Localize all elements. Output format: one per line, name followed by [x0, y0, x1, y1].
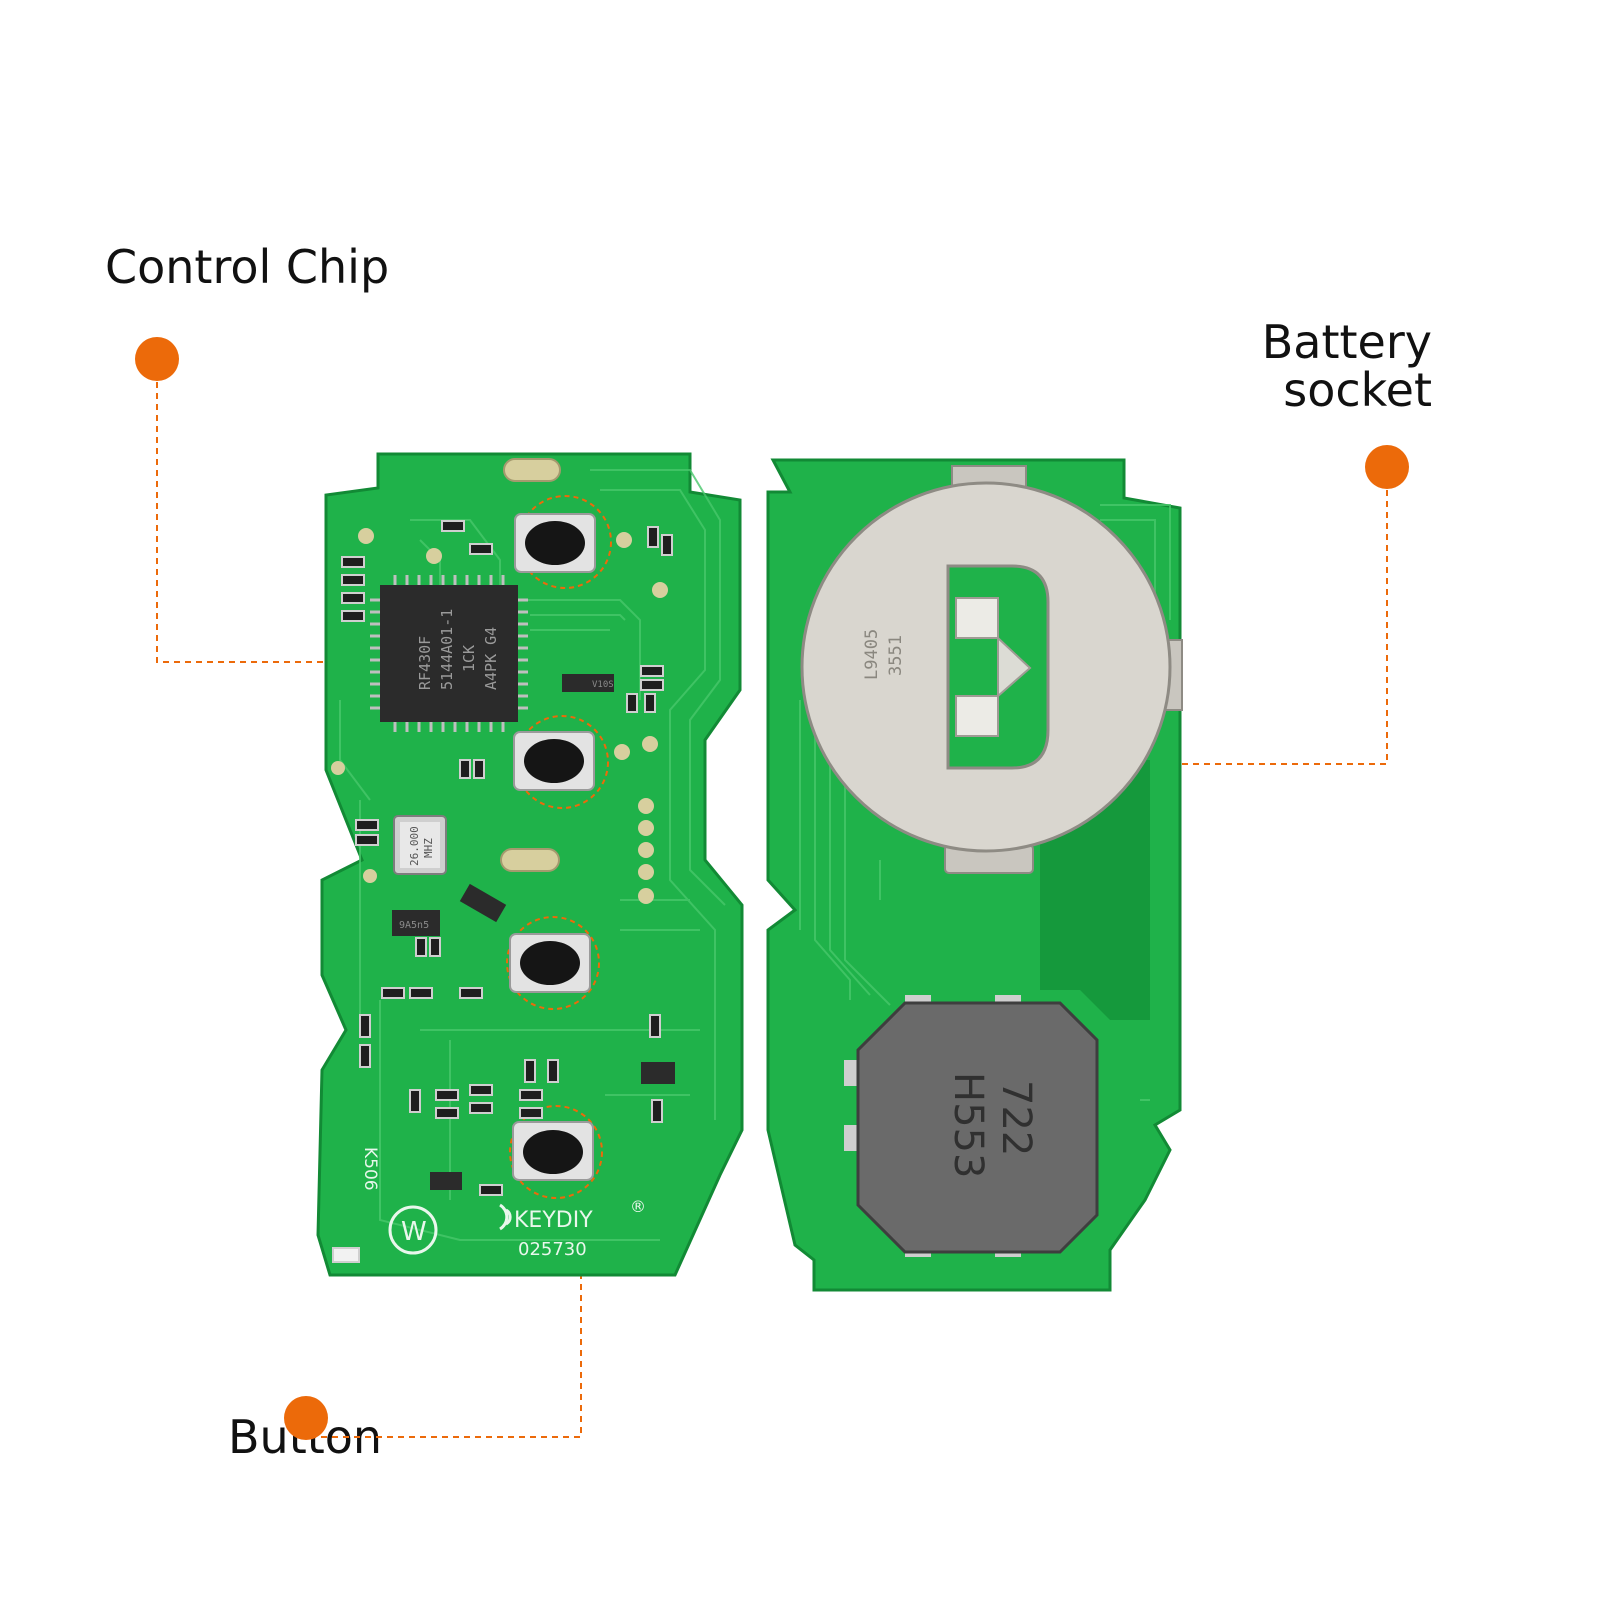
smd-components	[332, 520, 673, 1263]
battery-clip-marking: L9405 3551	[862, 629, 906, 680]
w-logo: W	[388, 1205, 438, 1255]
button-highlight-circle	[506, 916, 600, 1010]
battery-clip-marking-1: L9405	[862, 629, 882, 680]
battery-holder: L9405 3551	[800, 465, 1183, 874]
battery-socket-label-line2: socket	[1283, 363, 1432, 418]
chip-marking-line-2: 5144A01-1	[438, 609, 456, 690]
transistor: 9A5n5	[392, 910, 440, 936]
model-code-label: K506	[360, 1147, 380, 1191]
diode	[430, 1172, 462, 1190]
contact-pad	[500, 848, 560, 872]
diode	[459, 883, 507, 923]
control-chip-label: Control Chip	[105, 240, 390, 294]
chip-marking-line-1: RF430F	[416, 636, 434, 690]
tactile-button	[506, 916, 600, 1010]
tactile-button	[514, 495, 612, 589]
orange-dot-icon	[284, 1396, 328, 1440]
crystal-marking-1: 26.000	[408, 826, 421, 866]
chip-pins	[370, 575, 528, 732]
buzzer: 722 H553	[844, 995, 1099, 1257]
buzzer-marking: 722 H553	[945, 1072, 1039, 1178]
battery-contact-spring	[955, 597, 999, 639]
battery-socket-label: Battery socket	[1260, 318, 1432, 415]
crystal-oscillator: 26.000 MHZ	[393, 815, 447, 875]
back-traces	[799, 504, 1171, 1101]
battery-socket-label-line1: Battery	[1261, 315, 1432, 369]
small-ic	[562, 674, 614, 692]
buzzer-marking-2: H553	[945, 1072, 991, 1178]
registered-mark: ®	[630, 1197, 646, 1216]
button-highlight-circle	[509, 1105, 603, 1199]
wireless-icon	[499, 1203, 512, 1231]
button-leader-line	[310, 1200, 582, 1438]
button-actuator	[523, 1130, 583, 1174]
orange-dot-icon	[135, 337, 179, 381]
control-chip-leader-line	[156, 360, 370, 663]
w-logo-text: W	[401, 1217, 427, 1247]
button-actuator	[520, 941, 580, 985]
control-chip: RF430F 5144A01-1 1CK A4PK G4	[370, 575, 528, 732]
test-pads	[331, 528, 668, 904]
chip-marking-line-3: 1CK	[460, 645, 478, 672]
tactile-button	[513, 715, 609, 809]
button-actuator	[525, 521, 585, 565]
brand-label: KEYDIY	[514, 1208, 593, 1233]
diode	[641, 1062, 675, 1084]
chip-marking: RF430F 5144A01-1 1CK A4PK G4	[416, 609, 500, 690]
front-traces	[339, 469, 726, 1241]
callout-dots	[135, 337, 1409, 1440]
tactile-button	[509, 1105, 603, 1199]
buzzer-marking-1: 722	[993, 1080, 1039, 1156]
back-pcb: L9405 3551 722 H553	[766, 458, 1183, 1292]
transistor-marking: 9A5n5	[399, 920, 429, 931]
orange-dot-icon	[1365, 445, 1409, 489]
chip-marking-line-4: A4PK G4	[482, 627, 500, 690]
crystal-marking-2: MHZ	[422, 838, 435, 858]
antenna-pad	[503, 458, 561, 482]
battery-socket-leader-line	[1148, 468, 1388, 765]
battery-contact-spring	[955, 695, 999, 737]
serial-label: 025730	[518, 1239, 587, 1260]
front-pcb: RF430F 5144A01-1 1CK A4PK G4	[316, 452, 744, 1277]
buzzer-body	[856, 1001, 1099, 1254]
battery-clip-marking-2: 3551	[886, 635, 906, 676]
button-actuator	[524, 739, 584, 783]
chip-body	[380, 585, 518, 722]
small-ic-marking: V10S	[592, 680, 614, 690]
